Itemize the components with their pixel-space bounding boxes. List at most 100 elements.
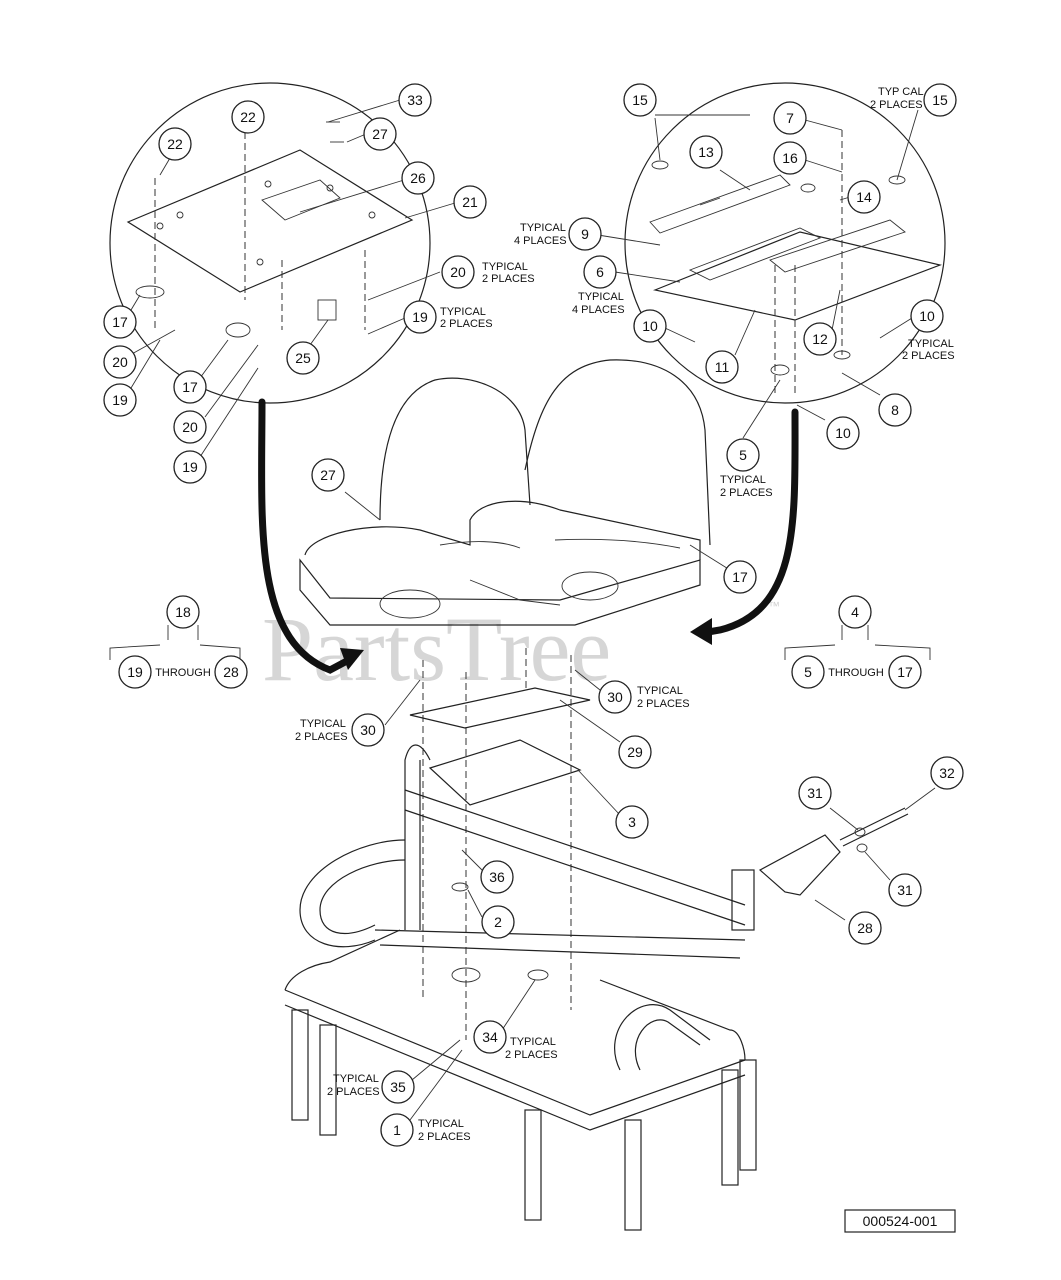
svg-text:2 PLACES: 2 PLACES (440, 318, 493, 330)
left-group-label: 18 19 28 THROUGH (109, 595, 248, 689)
callout-1: 1 (380, 1113, 414, 1147)
svg-text:17: 17 (897, 664, 913, 680)
callout-10b: 10 (910, 299, 944, 333)
callout-11: 11 (705, 350, 739, 384)
left-plate-slot (261, 179, 341, 221)
callout-31: 32 (930, 756, 964, 790)
svg-text:9: 9 (581, 226, 589, 242)
right-assembly-arrow (704, 408, 799, 636)
callout-15a: 15 (623, 83, 657, 117)
svg-text:18: 18 (175, 604, 191, 620)
svg-text:36: 36 (489, 869, 505, 885)
callout-21c: 20 (173, 410, 207, 444)
svg-text:30: 30 (360, 722, 376, 738)
svg-text:10: 10 (919, 308, 935, 324)
callout-23a: 22 (231, 100, 265, 134)
svg-text:2 PLACES: 2 PLACES (482, 273, 535, 285)
callout-20c: 19 (173, 450, 207, 484)
callout-32: 29 (618, 735, 652, 769)
svg-text:2 PLACES: 2 PLACES (720, 487, 773, 499)
callout-21a: 20 (441, 255, 475, 289)
svg-text:15: 15 (932, 92, 948, 108)
svg-text:14: 14 (856, 189, 872, 205)
svg-text:28: 28 (857, 920, 873, 936)
callout-28: 27 (363, 117, 397, 151)
svg-text:16: 16 (782, 150, 798, 166)
svg-text:2 PLACES: 2 PLACES (505, 1049, 558, 1061)
svg-text:3: 3 (628, 814, 636, 830)
svg-text:26: 26 (410, 170, 426, 186)
svg-text:30: 30 (607, 689, 623, 705)
svg-text:2 PLACES: 2 PLACES (902, 350, 955, 362)
svg-text:22: 22 (167, 136, 183, 152)
callout-3: 3 (615, 805, 649, 839)
right-detail-circle (624, 82, 946, 404)
svg-text:10: 10 (835, 425, 851, 441)
svg-text:6: 6 (596, 264, 604, 280)
callout-17: 16 (773, 141, 807, 175)
callout-34: 34 (473, 1020, 507, 1054)
drawing-number-box (844, 1209, 956, 1233)
slide-rail (649, 174, 791, 234)
svg-text:TYP CAL: TYP CAL (878, 86, 924, 98)
svg-text:33: 33 (407, 92, 423, 108)
svg-text:20: 20 (112, 354, 128, 370)
svg-text:28: 28 (223, 664, 239, 680)
svg-text:4 PLACES: 4 PLACES (572, 304, 625, 316)
svg-text:7: 7 (786, 110, 794, 126)
right-through-label: THROUGH (828, 667, 884, 679)
svg-text:2 PLACES: 2 PLACES (295, 731, 348, 743)
callout-15b: 15 (923, 83, 957, 117)
drawing-number: 000524-001 (863, 1213, 938, 1229)
callout-9: 9 (568, 217, 602, 251)
left-arrow-head (340, 648, 364, 670)
svg-text:13: 13 (698, 144, 714, 160)
svg-text:TYPICAL: TYPICAL (637, 685, 683, 697)
svg-text:29: 29 (627, 744, 643, 760)
svg-text:22: 22 (240, 109, 256, 125)
svg-text:TYPICAL: TYPICAL (510, 1036, 556, 1048)
callout-25: 25 (286, 341, 320, 375)
seat-base-plate (428, 739, 582, 806)
svg-text:31: 31 (807, 785, 823, 801)
left-through-label: THROUGH (155, 667, 211, 679)
svg-text:17: 17 (732, 569, 748, 585)
seat (299, 359, 711, 626)
svg-text:20: 20 (182, 419, 198, 435)
left-assembly-arrow (258, 398, 349, 674)
svg-text:2 PLACES: 2 PLACES (418, 1131, 471, 1143)
callout-21b: 20 (103, 345, 137, 379)
callout-5: 5 (726, 438, 760, 472)
callout-36: 36 (480, 860, 514, 894)
svg-text:4: 4 (851, 604, 859, 620)
right-arrow-head (690, 618, 712, 645)
callout-33b: 30 (351, 713, 385, 747)
frame (284, 744, 757, 1231)
callout-19a: 17 (103, 305, 137, 339)
svg-text:TYPICAL: TYPICAL (520, 222, 566, 234)
svg-text:2: 2 (494, 914, 502, 930)
svg-text:4 PLACES: 4 PLACES (514, 235, 567, 247)
left-detail-view (109, 82, 431, 404)
callout-29: 28 (848, 911, 882, 945)
svg-text:27: 27 (320, 467, 336, 483)
callout-30b: 31 (888, 873, 922, 907)
svg-text:19: 19 (412, 309, 428, 325)
callout-10c: 10 (826, 416, 860, 450)
svg-text:15: 15 (632, 92, 648, 108)
callout-14: 14 (847, 180, 881, 214)
svg-text:11: 11 (715, 359, 730, 375)
callout-6: 6 (583, 255, 617, 289)
svg-text:34: 34 (482, 1029, 498, 1045)
svg-text:TYPICAL: TYPICAL (333, 1073, 379, 1085)
svg-text:5: 5 (739, 447, 747, 463)
watermark: PartsTree (262, 598, 611, 700)
svg-text:19: 19 (182, 459, 198, 475)
callout-16: 17 (723, 560, 757, 594)
svg-text:TYPICAL: TYPICAL (720, 474, 766, 486)
callout-22: 21 (453, 185, 487, 219)
right-base-plate (652, 231, 943, 321)
svg-text:8: 8 (891, 402, 899, 418)
callout-10a: 10 (633, 309, 667, 343)
